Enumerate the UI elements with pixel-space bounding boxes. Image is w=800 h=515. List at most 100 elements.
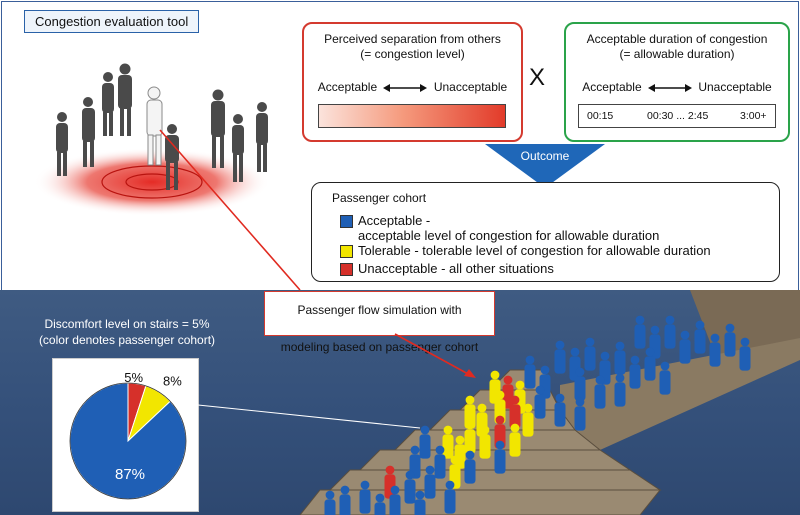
passenger-figure (424, 465, 436, 499)
passenger-figure (479, 425, 491, 459)
separation-title-line1: Perceived separation from others (324, 32, 501, 46)
passenger-figure (359, 480, 371, 514)
person-icon (256, 102, 268, 172)
passenger-figure (534, 385, 546, 419)
duration-title: Acceptable duration of congestion (= all… (566, 32, 788, 62)
passenger-figure (524, 355, 536, 389)
stair-simulation (299, 290, 800, 515)
passenger-figure (509, 395, 521, 429)
separation-box: Perceived separation from others (= cong… (302, 22, 523, 142)
duration-tick: 00:30 ... 2:45 (647, 110, 709, 122)
separation-right-label: Unacceptable (433, 80, 508, 94)
duration-tick: 00:15 (587, 110, 614, 122)
passenger-figure (522, 403, 534, 437)
pie-label-acceptable: 87% (115, 466, 145, 483)
passenger-figure (339, 485, 351, 515)
passenger-figure (679, 330, 691, 364)
passenger-figure (404, 470, 416, 504)
passenger-figure (694, 320, 706, 354)
passenger-figure (574, 397, 586, 431)
passenger-figure (444, 480, 456, 514)
passenger-figure (614, 373, 626, 407)
legend-item-acceptable: Acceptable - acceptable level of congest… (340, 213, 660, 243)
discomfort-line2: (color denotes passenger cohort) (38, 333, 216, 347)
passenger-figure (509, 423, 521, 457)
cohort-box: Passenger cohort Acceptable - acceptable… (311, 182, 780, 282)
congestion-gradient-bar (318, 104, 506, 128)
person-icon (56, 112, 68, 176)
passenger-figure (442, 425, 454, 459)
duration-box: Acceptable duration of congestion (= all… (564, 22, 790, 142)
duration-scale-row: Acceptable Unacceptable (566, 80, 788, 94)
passenger-figure (709, 333, 721, 367)
cohort-title: Passenger cohort (332, 191, 427, 205)
passenger-figure (724, 323, 736, 357)
passenger-figure (634, 315, 646, 349)
legend-item-tolerable: Tolerable - tolerable level of congestio… (340, 243, 711, 258)
passenger-figures (324, 315, 751, 515)
passenger-figure (494, 440, 506, 474)
legend-detail: acceptable level of congestion for allow… (358, 228, 660, 243)
double-arrow-icon (647, 83, 692, 92)
passenger-figure (419, 425, 431, 459)
crowd-illustration (34, 63, 270, 216)
separation-scale-row: Acceptable Unacceptable (304, 80, 521, 94)
focal-person-icon (146, 86, 163, 166)
simulation-panel: Discomfort level on stairs = 5% (color d… (0, 290, 800, 515)
evaluation-panel: Congestion evaluation tool Perceived sep… (1, 1, 799, 291)
person-icon (102, 72, 114, 136)
outcome-label: Outcome (520, 149, 570, 163)
legend-item-unacceptable: Unacceptable - all other situations (340, 261, 554, 276)
simulation-caption-line1: Passenger flow simulation with (297, 303, 462, 317)
passenger-figure (594, 375, 606, 409)
separation-title: Perceived separation from others (= cong… (304, 32, 521, 62)
legend-swatch-blue (340, 215, 353, 228)
discomfort-caption: Discomfort level on stairs = 5% (color d… (22, 316, 232, 348)
duration-right-label: Unacceptable (698, 80, 772, 94)
passenger-figure (554, 393, 566, 427)
legend-label: Tolerable - tolerable level of congestio… (358, 243, 711, 258)
passenger-figure (414, 490, 426, 515)
separation-left-label: Acceptable (317, 80, 378, 94)
pie-outline (69, 382, 187, 500)
passenger-figure (739, 337, 751, 371)
passenger-figure (374, 493, 386, 515)
passenger-figure (464, 450, 476, 484)
duration-tick: 3:00+ (740, 110, 767, 122)
passenger-figure (614, 341, 626, 375)
simulation-caption-line2: modeling based on passenger cohort (280, 340, 479, 354)
duration-title-line1: Acceptable duration of congestion (586, 32, 768, 46)
duration-bar: 00:15 00:30 ... 2:45 3:00+ (578, 104, 776, 128)
pie-card: 87% 8% 5% (52, 358, 199, 512)
passenger-figure (644, 347, 656, 381)
person-icon (118, 63, 132, 136)
outcome-arrow-icon (485, 144, 605, 188)
discomfort-line1: Discomfort level on stairs = 5% (44, 317, 210, 331)
cohort-pie-chart: 87% 8% 5% (69, 370, 187, 500)
passenger-figure (629, 355, 641, 389)
passenger-figure (574, 367, 586, 401)
tool-title: Congestion evaluation tool (24, 10, 200, 33)
pie-label-unacceptable: 5% (124, 370, 143, 385)
duration-title-line2: (= allowable duration) (619, 47, 735, 61)
multiply-sign: X (529, 64, 546, 91)
passenger-figure (434, 445, 446, 479)
passenger-figure (464, 420, 476, 454)
passenger-figure (664, 315, 676, 349)
passenger-figure (659, 361, 671, 395)
legend-swatch-yellow (340, 245, 353, 258)
passenger-figure (554, 340, 566, 374)
double-arrow-icon (383, 83, 428, 92)
legend-label: Acceptable - (358, 213, 431, 228)
passenger-figure (324, 490, 336, 515)
legend-label: Unacceptable - all other situations (358, 261, 554, 276)
legend-swatch-red (340, 263, 353, 276)
duration-left-label: Acceptable (582, 80, 642, 94)
simulation-caption-box: Passenger flow simulation with modeling … (264, 291, 495, 354)
passenger-figure (389, 485, 401, 515)
person-icon (82, 97, 95, 167)
separation-title-line2: (= congestion level) (360, 47, 465, 61)
pie-label-tolerable: 8% (163, 374, 182, 389)
passenger-figure (584, 337, 596, 371)
